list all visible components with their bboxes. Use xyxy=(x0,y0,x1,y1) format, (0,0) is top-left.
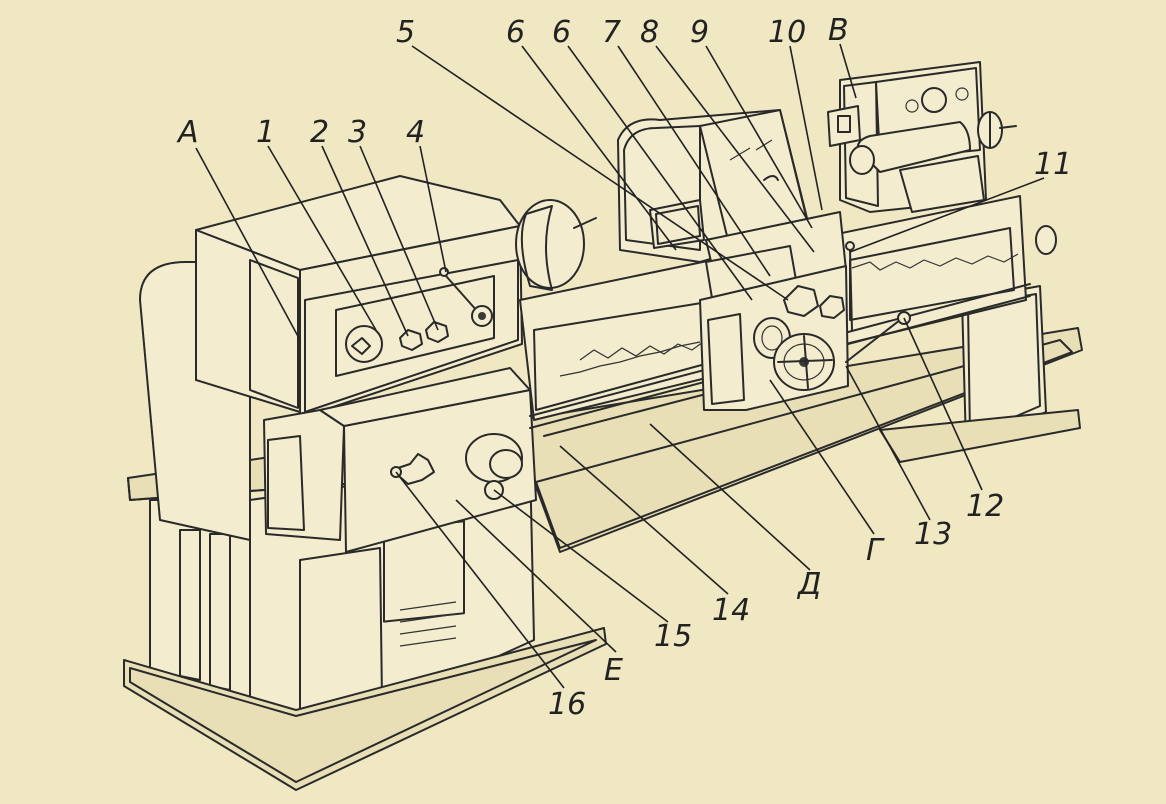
callout-11: 11 xyxy=(1034,147,1072,182)
callout-D: Д xyxy=(796,567,821,602)
callout-6b: 6 xyxy=(552,15,571,50)
headstock xyxy=(139,175,523,541)
callout-4: 4 xyxy=(406,115,425,150)
callout-E: Е xyxy=(604,653,623,688)
callout-16: 16 xyxy=(548,687,586,722)
callout-6a: 6 xyxy=(506,15,525,50)
callout-B: В xyxy=(828,13,849,48)
callout-8: 8 xyxy=(640,15,659,50)
callout-3: 3 xyxy=(348,115,367,150)
callout-13: 13 xyxy=(914,517,952,552)
callout-labels: А 1 2 3 4 5 6 6 7 8 9 10 В 11 12 13 Г Д … xyxy=(176,13,1072,722)
callout-G: Г xyxy=(866,533,885,568)
callout-A: А xyxy=(176,115,199,150)
tailstock xyxy=(827,61,1017,213)
callout-7: 7 xyxy=(602,15,621,50)
leader-lines xyxy=(195,43,1045,689)
callout-1: 1 xyxy=(256,115,275,150)
callout-12: 12 xyxy=(966,489,1004,524)
callout-9: 9 xyxy=(690,15,709,50)
callout-2: 2 xyxy=(310,115,329,150)
callout-5: 5 xyxy=(396,15,415,50)
callout-10: 10 xyxy=(768,15,806,50)
carriage xyxy=(617,109,911,411)
callout-15: 15 xyxy=(654,619,692,654)
callout-14: 14 xyxy=(712,593,750,628)
feed-gearbox xyxy=(263,367,537,553)
